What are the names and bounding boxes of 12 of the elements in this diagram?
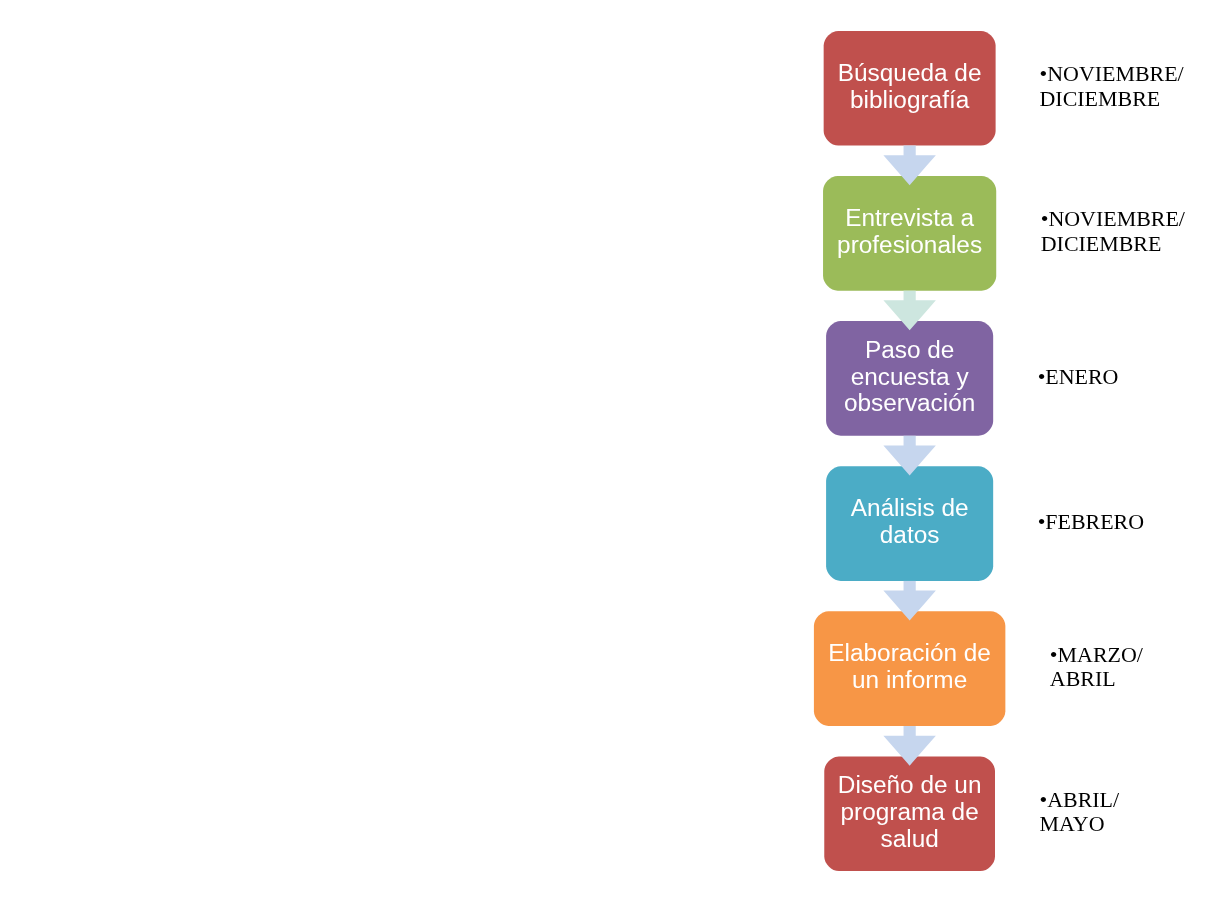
- node-box: Análisis de datos: [826, 465, 994, 581]
- node-label: •ENERO: [1037, 363, 1119, 389]
- node-box: Diseño de un programa de salud: [824, 756, 995, 871]
- node-box: Entrevista a profesionales: [823, 175, 997, 291]
- node-box: Búsqueda de bibliografía: [823, 30, 996, 145]
- node-label: •NOVIEMBRE/ DICIEMBRE: [1040, 205, 1185, 256]
- node-label: •MARZO/ ABRIL: [1049, 641, 1143, 691]
- node-label: •ABRIL/ MAYO: [1039, 786, 1120, 836]
- node-box: Elaboración de un informe: [813, 610, 1006, 726]
- node-label: •FEBRERO: [1037, 508, 1145, 534]
- node-box: Paso de encuesta y observación: [826, 320, 994, 436]
- node-label: •NOVIEMBRE/ DICIEMBRE: [1039, 60, 1184, 111]
